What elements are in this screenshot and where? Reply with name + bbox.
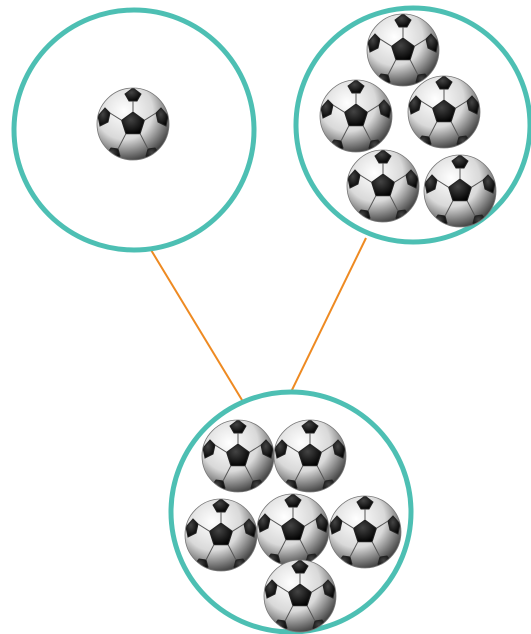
- soccer-ball-icon: [320, 80, 392, 153]
- soccer-ball-icon: [424, 155, 496, 228]
- soccer-ball-icon: [329, 496, 401, 569]
- part-circle-right: [293, 5, 531, 245]
- soccer-ball-icon: [264, 560, 336, 633]
- connector-right: [290, 237, 367, 393]
- soccer-ball-icon: [97, 88, 169, 161]
- soccer-ball-icon: [202, 420, 274, 493]
- soccer-ball-icon: [257, 494, 329, 567]
- part-circle-left: [11, 7, 257, 253]
- soccer-ball-icon: [185, 499, 257, 572]
- soccer-ball-icon: [347, 150, 419, 223]
- soccer-ball-icon: [274, 420, 346, 493]
- connector-left: [147, 244, 246, 406]
- soccer-ball-icon: [408, 76, 480, 149]
- soccer-ball-icon: [367, 14, 439, 87]
- whole-circle: [168, 389, 414, 634]
